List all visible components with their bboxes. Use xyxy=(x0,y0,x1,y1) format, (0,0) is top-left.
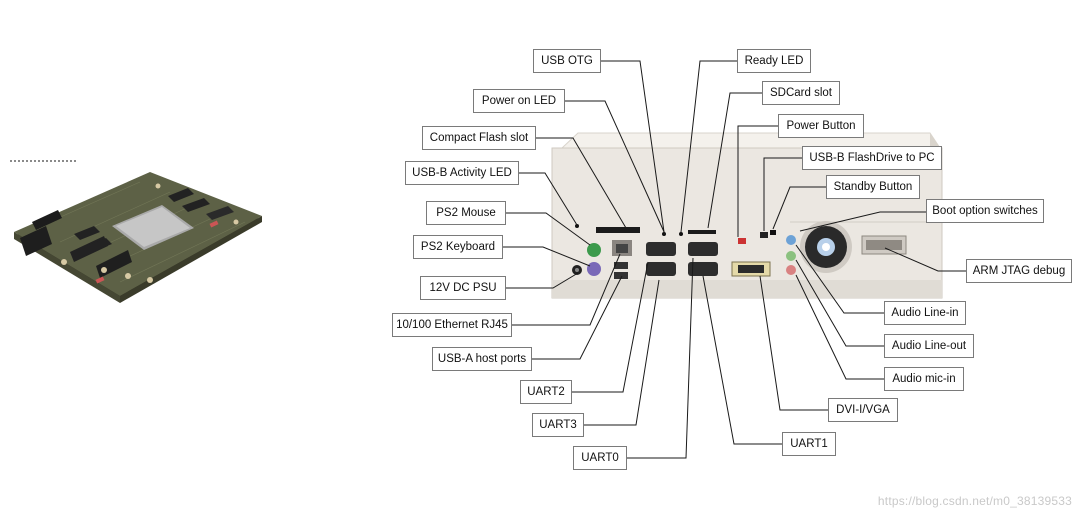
label-usb-b-flashdrive: USB-B FlashDrive to PC xyxy=(802,146,942,170)
label-arm-jtag-debug: ARM JTAG debug xyxy=(966,259,1072,283)
label-uart1: UART1 xyxy=(782,432,836,456)
label-12v-dc-psu: 12V DC PSU xyxy=(420,276,506,300)
label-standby-button: Standby Button xyxy=(826,175,920,199)
label-dvi-vga: DVI-I/VGA xyxy=(828,398,898,422)
label-uart0: UART0 xyxy=(573,446,627,470)
label-uart2: UART2 xyxy=(520,380,572,404)
cropped-text-remnant xyxy=(10,152,76,162)
label-audio-mic-in: Audio mic-in xyxy=(884,367,964,391)
label-sdcard-slot: SDCard slot xyxy=(762,81,840,105)
label-boot-option-switches: Boot option switches xyxy=(926,199,1044,223)
label-audio-line-in: Audio Line-in xyxy=(884,301,966,325)
label-usb-otg: USB OTG xyxy=(533,49,601,73)
label-power-on-led: Power on LED xyxy=(473,89,565,113)
label-ps2-keyboard: PS2 Keyboard xyxy=(413,235,503,259)
label-power-button: Power Button xyxy=(778,114,864,138)
label-audio-line-out: Audio Line-out xyxy=(884,334,974,358)
label-ethernet-rj45: 10/100 Ethernet RJ45 xyxy=(392,313,512,337)
label-compact-flash-slot: Compact Flash slot xyxy=(422,126,536,150)
leader-lines xyxy=(503,60,966,459)
embedded-chassis xyxy=(551,132,943,299)
label-ps2-mouse: PS2 Mouse xyxy=(426,201,506,225)
development-board-image xyxy=(14,172,262,303)
source-watermark: https://blog.csdn.net/m0_38139533 xyxy=(877,494,1072,508)
label-usb-a-host-ports: USB-A host ports xyxy=(432,347,532,371)
label-usb-b-activity-led: USB-B Activity LED xyxy=(405,161,519,185)
label-uart3: UART3 xyxy=(532,413,584,437)
label-ready-led: Ready LED xyxy=(737,49,811,73)
